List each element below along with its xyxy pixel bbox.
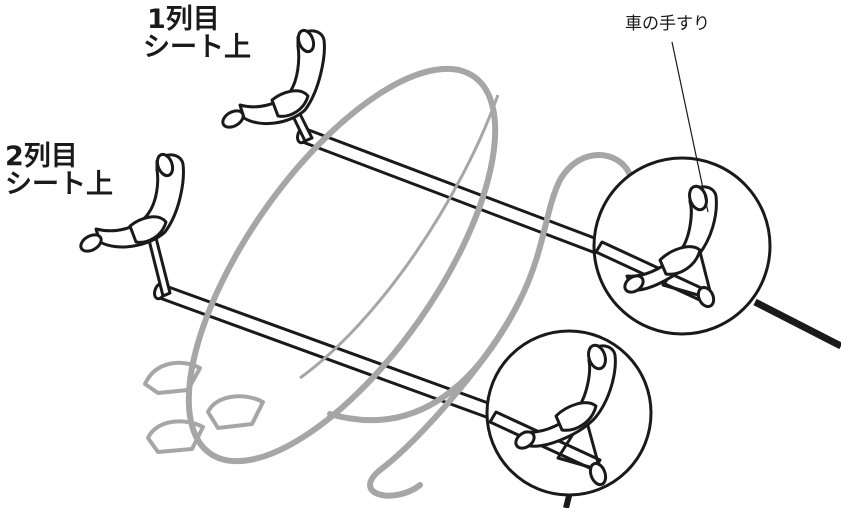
fin-3 <box>146 419 205 454</box>
leader-line-car-handrail <box>671 41 709 213</box>
detail-circle-upper <box>592 156 841 350</box>
label-row1-seat: 1列目 シート上 <box>143 4 251 64</box>
fin-2 <box>206 394 265 430</box>
hook-row2 <box>79 152 185 298</box>
label-row2-line1: 2列目 <box>5 141 78 172</box>
hook-row1 <box>221 28 326 143</box>
surfboard-fins <box>143 360 265 454</box>
leash-cord <box>327 152 633 424</box>
fin-1 <box>143 360 202 395</box>
label-row2-line2: シート上 <box>5 169 113 201</box>
leash-cord-loop <box>367 297 523 499</box>
label-row2-seat: 2列目 シート上 <box>5 141 113 201</box>
hanger-strap-upper <box>753 298 841 350</box>
detail-circle-lower <box>485 329 653 508</box>
label-row1-line1: 1列目 <box>147 4 220 35</box>
label-row1-line2: シート上 <box>143 32 251 64</box>
surfboard-stringer <box>299 94 500 380</box>
label-car-handrail: 車の手すり <box>625 14 710 34</box>
surfboard <box>185 65 500 465</box>
